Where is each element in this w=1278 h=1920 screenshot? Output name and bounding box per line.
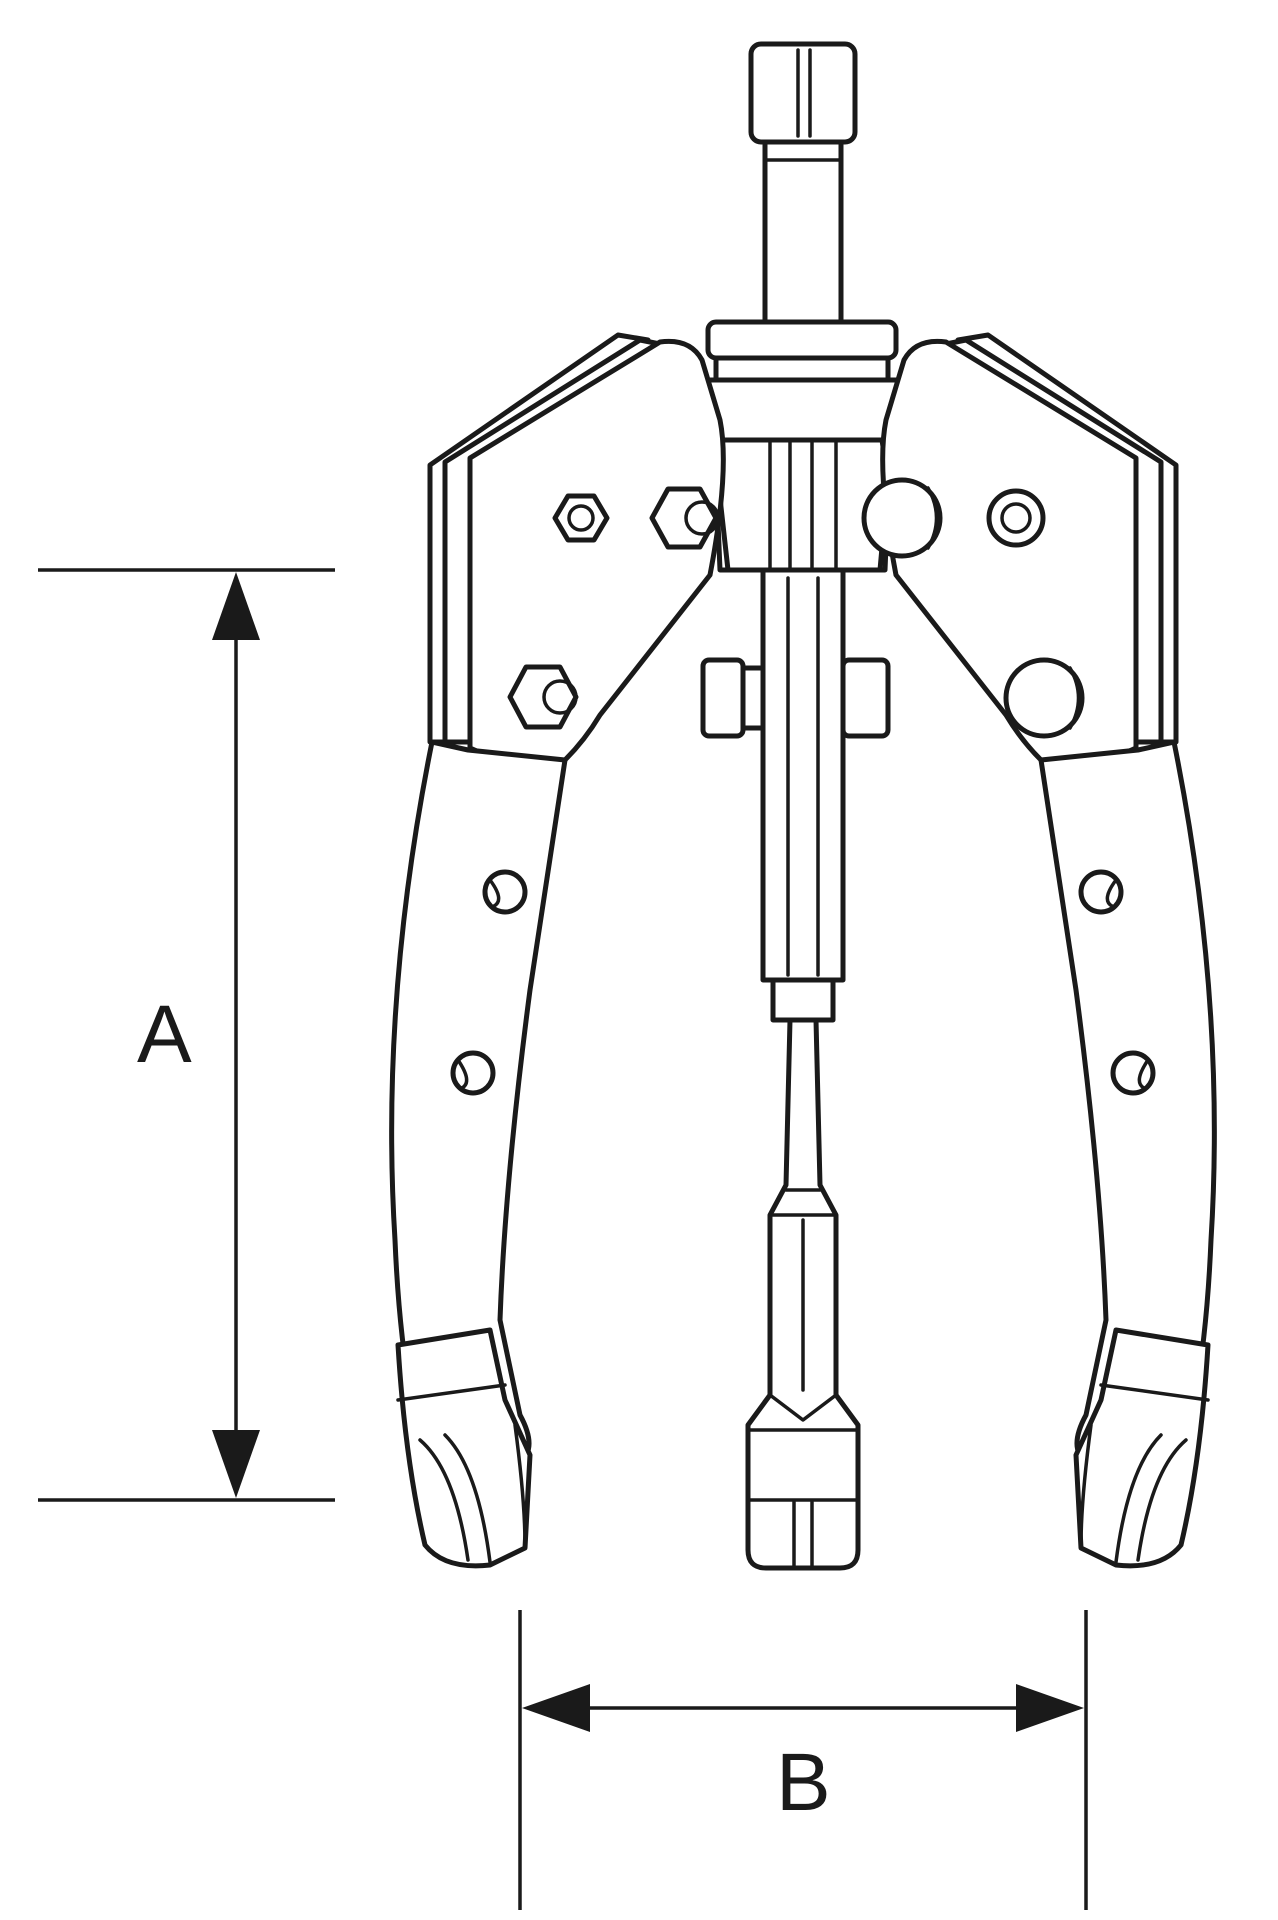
left-arm-front-plate	[467, 338, 726, 767]
spindle-top	[748, 41, 858, 325]
crosshead-top-plate	[705, 319, 899, 361]
dimension-a: A	[38, 568, 335, 1502]
right-arm-pin-upper	[861, 477, 943, 559]
right-arm-hole-lower	[1110, 1050, 1156, 1096]
center-spindle	[700, 567, 891, 1571]
spindle-clamp-right	[840, 657, 891, 739]
dimension-b: B	[518, 1610, 1088, 1910]
spindle-collar	[770, 977, 836, 1023]
spindle-shaft	[762, 139, 844, 325]
left-arm-hole-upper	[482, 869, 528, 915]
spindle-clamp-left	[700, 657, 746, 739]
left-arm-hex-nut-upper	[649, 486, 719, 550]
right-arm-nut-small	[986, 488, 1046, 548]
right-arm-claw	[1073, 1327, 1211, 1569]
dimension-b-label: B	[776, 1737, 831, 1828]
left-arm	[389, 332, 726, 1569]
dimension-b-right-arrow	[1016, 1684, 1084, 1732]
left-arm-hex-nut-small	[552, 493, 610, 543]
dimension-a-top-arrow	[212, 572, 260, 640]
dimension-a-label: A	[137, 989, 192, 1080]
spindle-hex-head	[748, 41, 858, 145]
left-arm-hole-lower	[450, 1050, 496, 1096]
right-arm-hole-upper	[1078, 869, 1124, 915]
right-arm-pin-lower	[1003, 657, 1085, 739]
spindle-tube	[760, 567, 846, 983]
right-arm	[861, 332, 1217, 1569]
left-arm-claw	[395, 1327, 533, 1569]
crosshead-nut	[715, 437, 891, 573]
dimension-b-left-arrow	[522, 1684, 590, 1732]
dimension-a-bottom-arrow	[212, 1430, 260, 1498]
